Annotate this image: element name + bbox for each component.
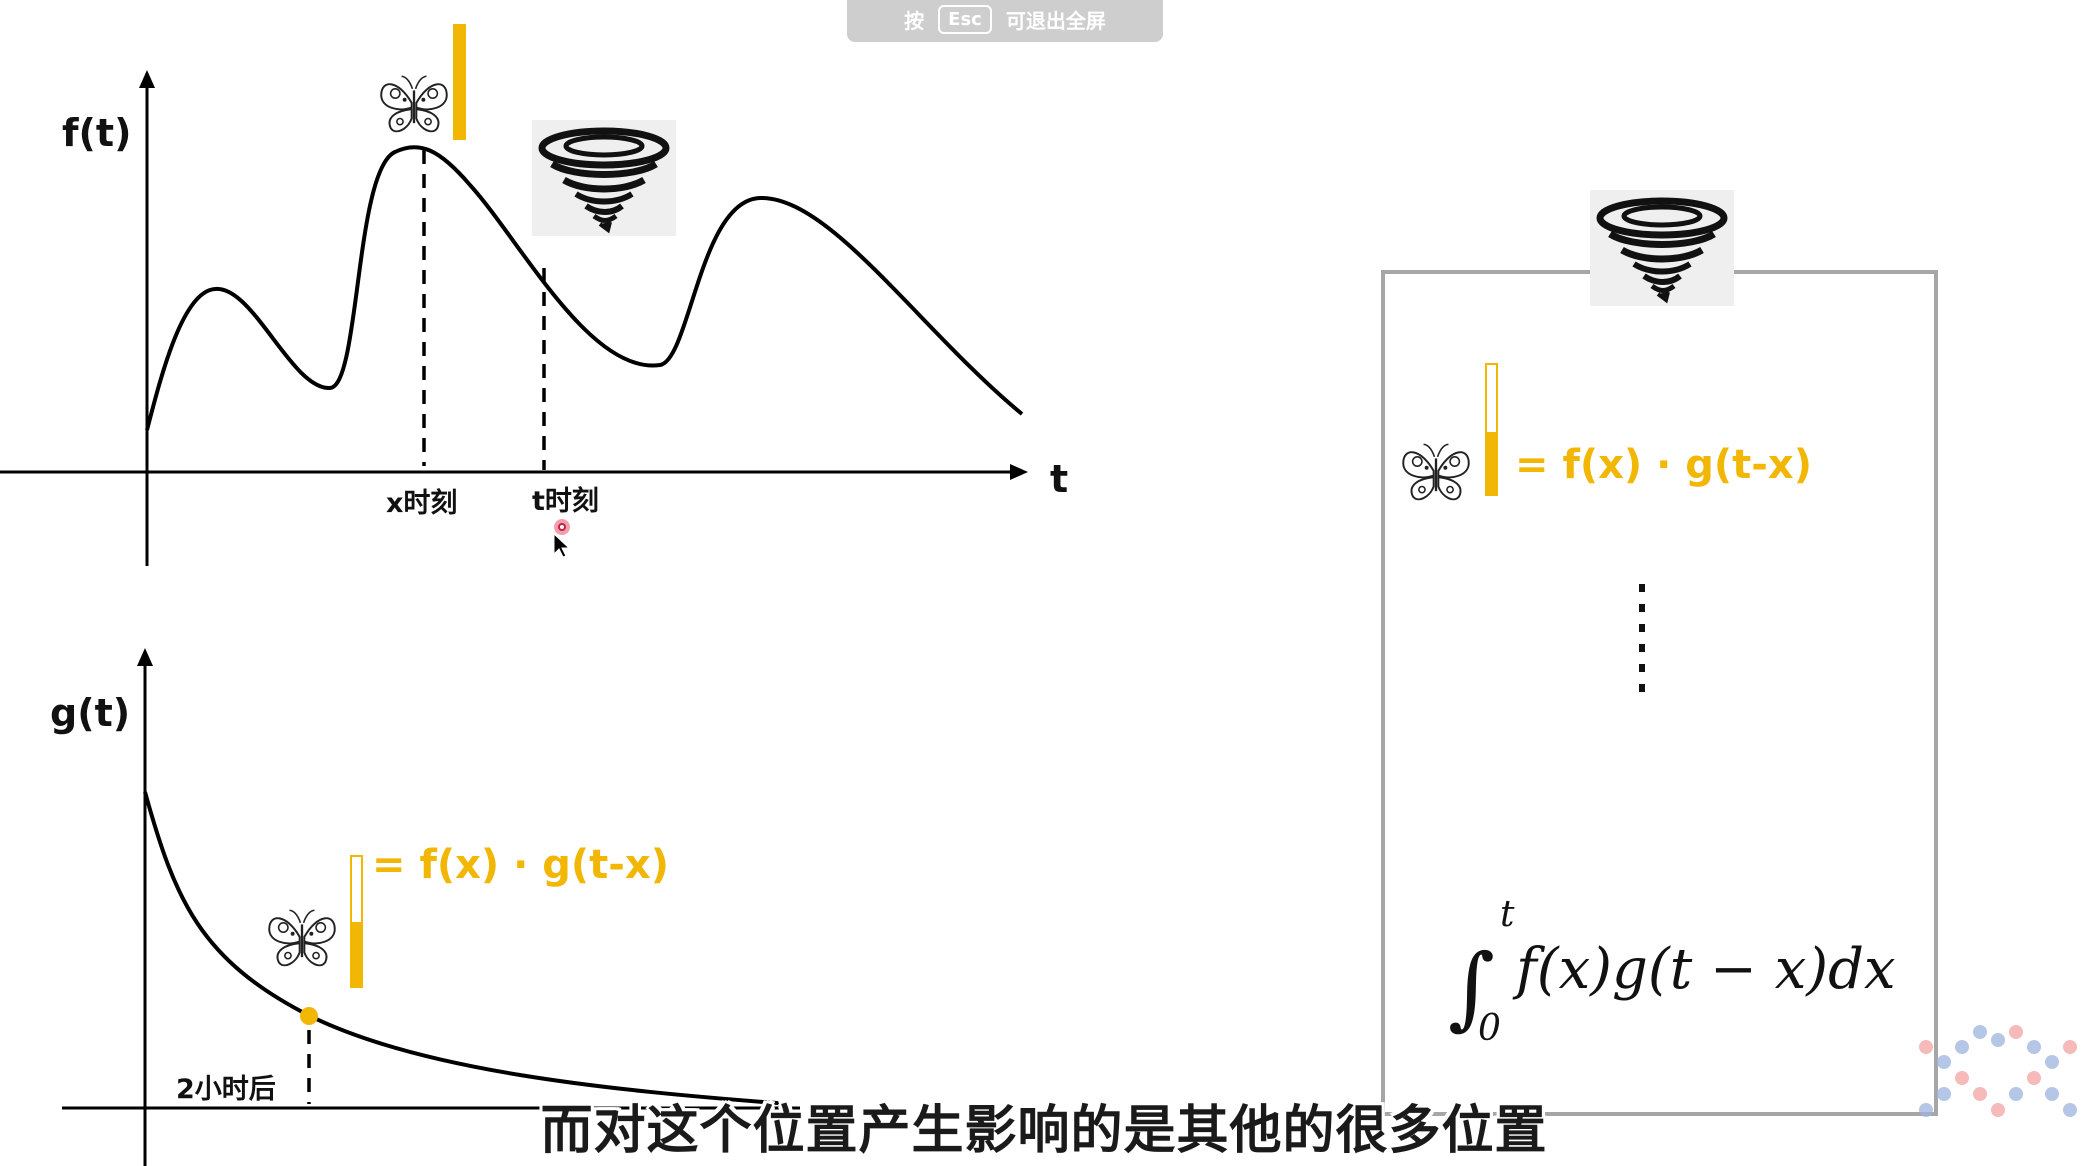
bottom-graph: g(t) 2小时后 = f(x) · g(t-x) <box>50 648 800 1166</box>
top-x-arrow <box>1010 464 1028 480</box>
hint-suffix: 可退出全屏 <box>1005 8 1106 33</box>
butterfly-icon <box>380 75 448 133</box>
bottom-y-arrow <box>137 648 153 666</box>
subtitle-caption: 而对这个位置产生影响的是其他的很多位置 <box>540 1101 1548 1161</box>
tornado-icon <box>532 120 676 236</box>
right-formula: = f(x) · g(t-x) <box>1515 442 1812 488</box>
integral-upper: t <box>1500 894 1515 935</box>
cursor-icon <box>553 519 571 558</box>
fullscreen-exit-hint[interactable]: 按 Esc 可退出全屏 <box>847 0 1163 42</box>
integral-body: f(x)g(t − x)dx <box>1512 937 1896 1002</box>
sample-point <box>300 1007 318 1025</box>
top-y-label: f(t) <box>62 111 131 155</box>
tornado-icon <box>1590 190 1734 306</box>
right-panel: = f(x) · g(t-x) ∫ t 0 f(x)g(t − x)dx <box>1381 190 1938 1116</box>
intensity-bar-top <box>453 24 466 140</box>
bottom-formula: = f(x) · g(t-x) <box>372 842 669 888</box>
hint-prefix: 按 <box>904 8 925 33</box>
g-curve <box>143 791 791 1106</box>
intensity-bar-right-fill <box>1486 432 1497 495</box>
bottom-y-label: g(t) <box>50 691 130 735</box>
butterfly-icon <box>1402 443 1470 501</box>
t-moment-label: t时刻 <box>532 485 599 517</box>
integral-sign: ∫ <box>1448 935 1495 1040</box>
esc-key: Esc <box>938 4 992 34</box>
butterfly-icon <box>268 909 336 967</box>
integral-lower: 0 <box>1478 1008 1501 1049</box>
top-graph: f(t) t x时刻 t时刻 <box>0 24 1068 566</box>
x-moment-label: x时刻 <box>386 487 457 519</box>
top-x-label: t <box>1050 457 1068 501</box>
intensity-bar-bottom-fill <box>351 922 362 987</box>
top-y-arrow <box>139 70 155 88</box>
f-curve <box>145 145 1024 431</box>
watermark-logo <box>1919 1025 2077 1117</box>
two-hours-label: 2小时后 <box>176 1074 276 1105</box>
